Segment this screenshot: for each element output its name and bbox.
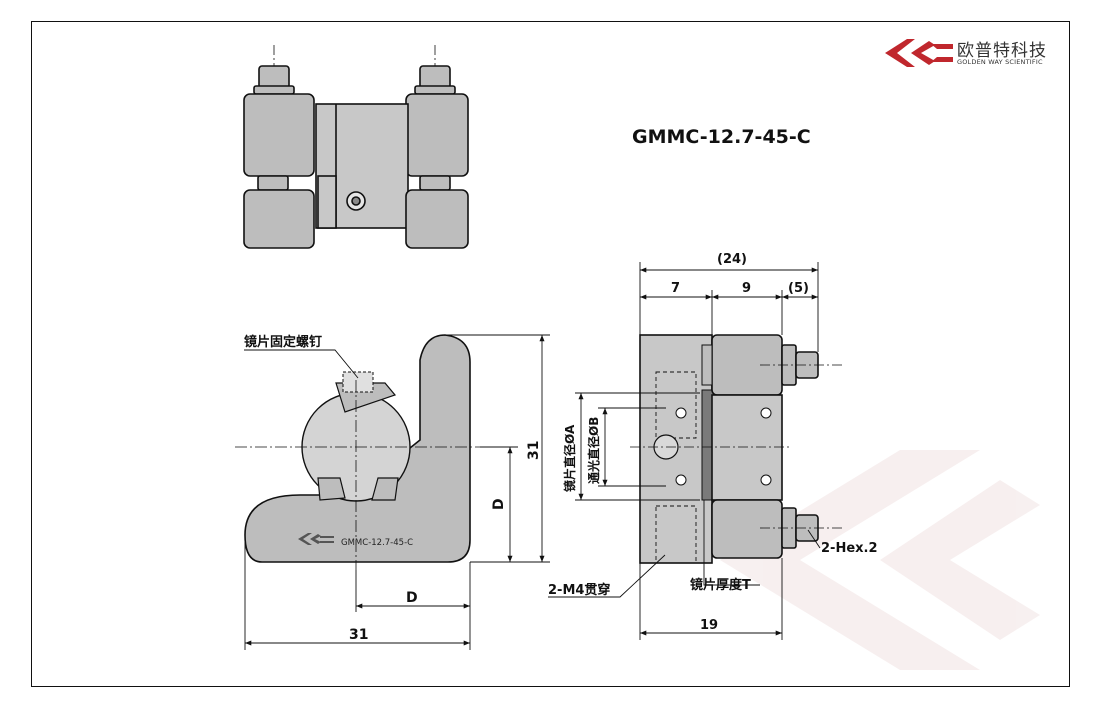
label-mirror-screw: 镜片固定螺钉 [244,334,322,350]
front-view: GMMC-12.7-45-C [235,334,480,570]
side-view-centerlines [630,364,845,529]
dim-overall-24: (24) [717,252,747,267]
dim-depth-19: 19 [700,618,718,633]
dim-seg-7: 7 [671,281,680,296]
watermark [720,450,1040,670]
dim-width-31: 31 [349,627,368,643]
label-mirror-diameter: 镜片直径ØA [562,424,577,492]
drawing-frame [31,21,1070,687]
label-mirror-thickness: 镜片厚度T [690,577,751,593]
dim-d-horizontal: D [406,590,418,606]
label-aperture-diameter: 通光直径ØB [586,417,601,484]
logo-subtext: GOLDEN WAY SCIENTIFIC [957,58,1043,66]
side-view-dimensions [548,262,821,640]
front-view-dimensions [244,334,550,650]
dim-height-31: 31 [526,441,542,460]
label-thread: 2-M4贯穿 [548,582,610,598]
engraved-model-text: GMMC-12.7-45-C [341,538,413,548]
dim-seg-5: (5) [788,281,809,296]
side-view [639,334,819,564]
engraved-logo-icon [298,533,334,545]
dim-d-vertical: D [491,498,507,510]
logo-text: 欧普特科技 [957,41,1047,61]
company-logo: 欧普特科技 GOLDEN WAY SCIENTIFIC [885,36,1065,72]
top-view [243,45,469,249]
model-title: GMMC-12.7-45-C [632,126,811,148]
logo-mark-icon [885,39,953,67]
dim-seg-9: 9 [742,281,751,296]
label-hex: 2-Hex.2 [821,541,878,556]
